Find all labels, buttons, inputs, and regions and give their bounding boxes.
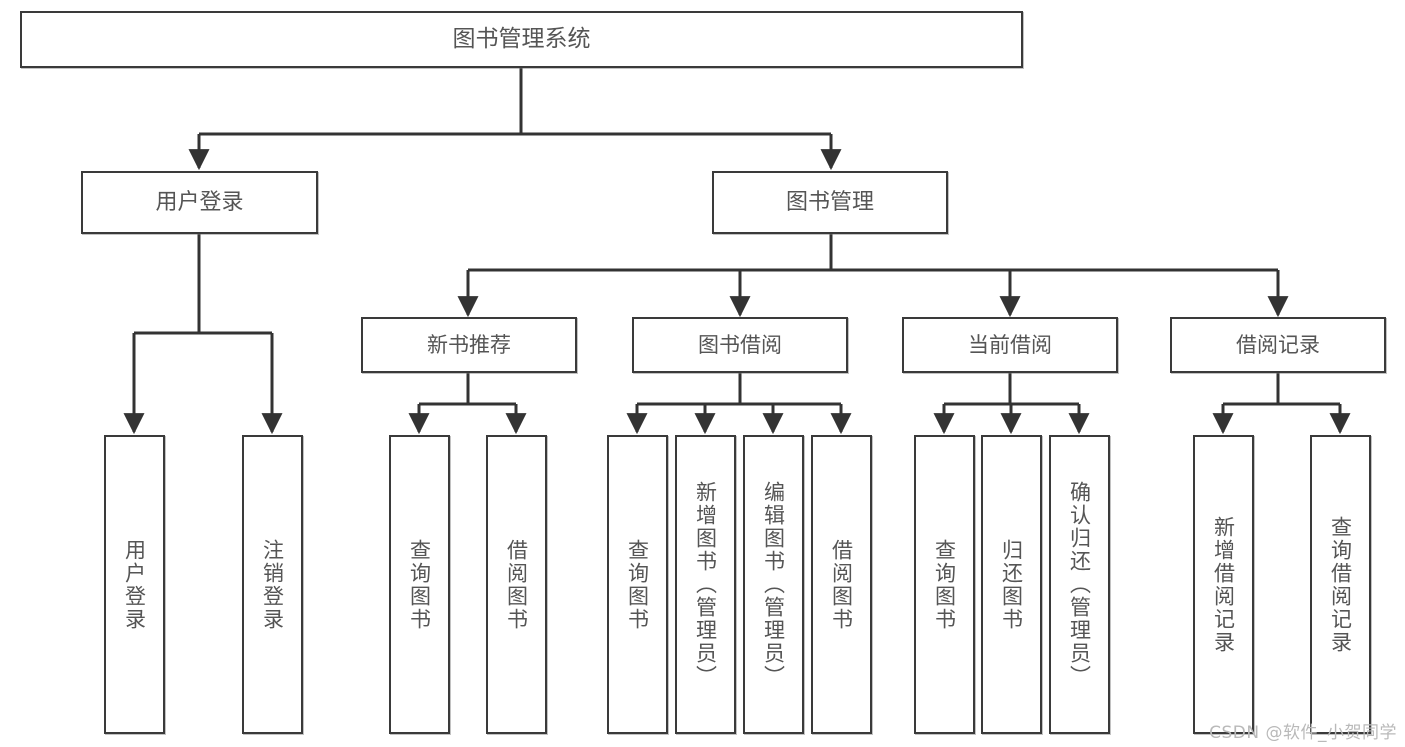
leaf-borrow-book-new-book[interactable]: 借阅图书: [486, 435, 547, 734]
node-label: 编辑图书（管理员）: [761, 481, 786, 688]
node-current-borrow[interactable]: 当前借阅: [902, 317, 1118, 373]
leaf-return-book[interactable]: 归还图书: [981, 435, 1042, 734]
node-label: 借阅记录: [1236, 332, 1320, 357]
node-label: 查询借阅记录: [1328, 515, 1353, 654]
node-label: 确认归还（管理员）: [1067, 481, 1092, 688]
node-label: 新增图书（管理员）: [693, 481, 718, 688]
leaf-borrow-book-borrow[interactable]: 借阅图书: [811, 435, 872, 734]
node-label: 用户登录: [122, 538, 147, 631]
node-label: 注销登录: [260, 538, 285, 631]
leaf-query-book-new-book[interactable]: 查询图书: [389, 435, 450, 734]
leaf-add-book-admin[interactable]: 新增图书（管理员）: [675, 435, 736, 734]
node-book-manage[interactable]: 图书管理: [712, 171, 948, 234]
node-label: 图书管理系统: [452, 25, 591, 52]
node-book-borrow[interactable]: 图书借阅: [632, 317, 848, 373]
leaf-edit-book-admin[interactable]: 编辑图书（管理员）: [743, 435, 804, 734]
node-label: 图书管理: [785, 189, 874, 215]
node-root-system[interactable]: 图书管理系统: [20, 11, 1023, 68]
node-label: 查询图书: [932, 538, 957, 631]
node-label: 用户登录: [155, 189, 244, 215]
node-borrow-record[interactable]: 借阅记录: [1170, 317, 1386, 373]
leaf-confirm-return-admin[interactable]: 确认归还（管理员）: [1049, 435, 1110, 734]
leaf-logout[interactable]: 注销登录: [242, 435, 303, 734]
node-label: 查询图书: [625, 538, 650, 631]
node-label: 图书借阅: [698, 332, 782, 357]
node-label: 新书推荐: [427, 332, 511, 357]
leaf-query-borrow-record[interactable]: 查询借阅记录: [1310, 435, 1371, 734]
leaf-user-login[interactable]: 用户登录: [104, 435, 165, 734]
csdn-watermark: CSDN @软件_小贺同学: [1209, 723, 1397, 743]
node-label: 当前借阅: [968, 332, 1052, 357]
node-label: 查询图书: [407, 538, 432, 631]
leaf-add-borrow-record[interactable]: 新增借阅记录: [1193, 435, 1254, 734]
node-user-login[interactable]: 用户登录: [81, 171, 318, 234]
leaf-query-book-borrow[interactable]: 查询图书: [607, 435, 668, 734]
node-new-book-recommend[interactable]: 新书推荐: [361, 317, 577, 373]
node-label: 借阅图书: [504, 538, 529, 631]
node-label: 新增借阅记录: [1211, 515, 1236, 654]
node-label: 归还图书: [999, 538, 1024, 631]
node-label: 借阅图书: [829, 538, 854, 631]
leaf-query-book-current[interactable]: 查询图书: [914, 435, 975, 734]
